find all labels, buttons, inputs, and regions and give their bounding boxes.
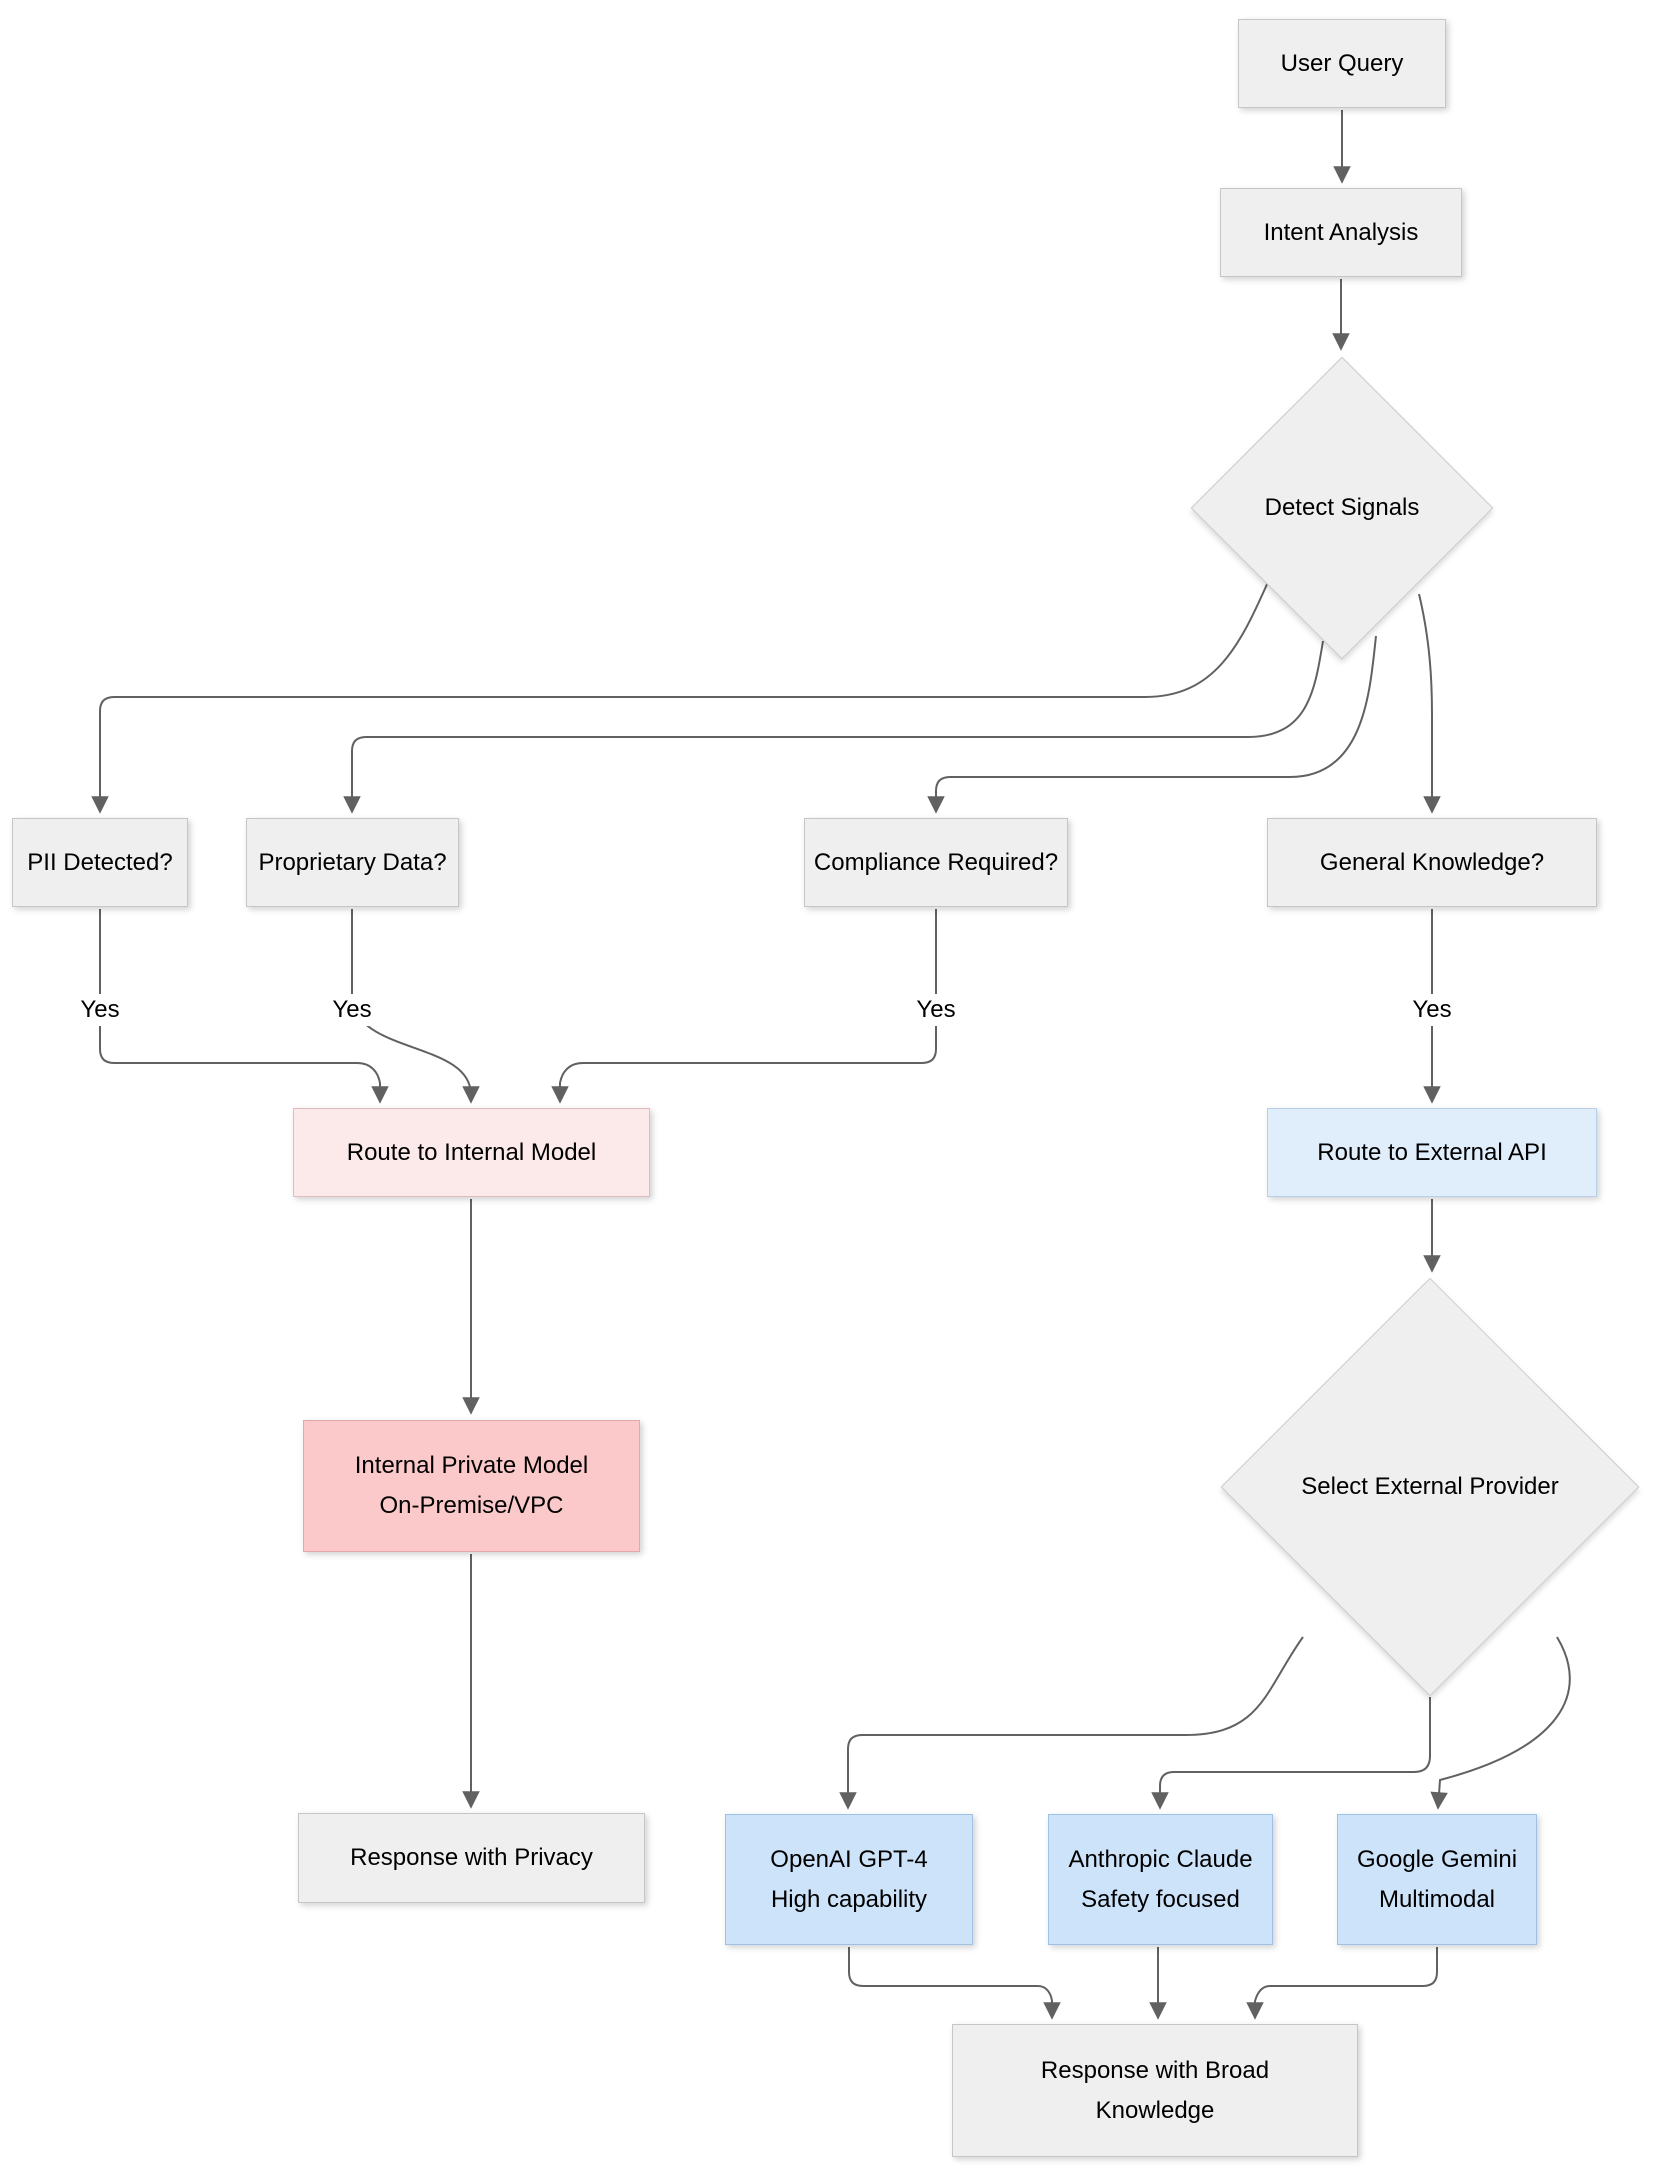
edge-label-yes-general: Yes bbox=[1404, 994, 1460, 1026]
node-label-line2: On-Premise/VPC bbox=[379, 1492, 564, 1519]
node-label-line1: Google Gemini bbox=[1356, 1845, 1518, 1873]
node-label-line2: Knowledge bbox=[1095, 2096, 1215, 2124]
node-label-line1: OpenAI GPT-4 bbox=[770, 1845, 928, 1873]
edge-select-to-anthropic bbox=[1151, 1697, 1431, 1810]
edge-label-yes-proprietary: Yes bbox=[324, 994, 380, 1026]
node-label-line2: Safety focused bbox=[1081, 1885, 1240, 1913]
node-label-line1: Anthropic Claude bbox=[1068, 1845, 1253, 1873]
edge-select-to-google bbox=[1430, 1636, 1571, 1810]
edge-detect-to-proprietary bbox=[343, 640, 1324, 814]
flow-node-google-gemini: Google Gemini Multimodal bbox=[1337, 1814, 1537, 1945]
edge-openai-to-responsebroad bbox=[848, 1947, 1061, 2020]
node-label: General Knowledge? bbox=[1319, 848, 1545, 876]
flow-node-compliance-required: Compliance Required? bbox=[804, 818, 1068, 907]
edge-detect-to-pii bbox=[91, 581, 1269, 814]
flow-node-intent-analysis: Intent Analysis bbox=[1220, 188, 1462, 277]
edge-select-to-openai bbox=[839, 1636, 1304, 1810]
edge-google-to-responsebroad bbox=[1246, 1947, 1438, 2020]
node-label: Route to External API bbox=[1317, 1138, 1547, 1166]
decision-detect-signals: Detect Signals bbox=[1190, 356, 1494, 660]
decision-select-external-provider: Select External Provider bbox=[1219, 1277, 1641, 1697]
flow-node-pii-detected: PII Detected? bbox=[12, 818, 188, 907]
flow-node-proprietary-data: Proprietary Data? bbox=[246, 818, 459, 907]
edge-detect-to-compliance bbox=[927, 635, 1377, 814]
node-label: Response with Privacy bbox=[350, 1844, 593, 1871]
edge-detect-to-general bbox=[1418, 593, 1441, 814]
edge-label-yes-pii: Yes bbox=[72, 994, 128, 1026]
flow-node-route-to-internal-model: Route to Internal Model bbox=[293, 1108, 650, 1197]
flow-node-user-query: User Query bbox=[1238, 19, 1446, 108]
node-label: PII Detected? bbox=[27, 848, 173, 876]
edge-compliance-yes-to-routeinternal bbox=[551, 909, 937, 1104]
flow-node-response-with-privacy: Response with Privacy bbox=[298, 1813, 645, 1903]
node-label: Proprietary Data? bbox=[258, 848, 447, 876]
node-label-line1: Internal Private Model bbox=[354, 1452, 589, 1479]
node-label-line2: Multimodal bbox=[1378, 1885, 1496, 1913]
node-label: Route to Internal Model bbox=[346, 1138, 597, 1166]
edge-label-yes-compliance: Yes bbox=[908, 994, 964, 1026]
node-label: Detect Signals bbox=[1264, 494, 1420, 521]
flow-node-general-knowledge: General Knowledge? bbox=[1267, 818, 1597, 907]
node-label: Select External Provider bbox=[1301, 1473, 1559, 1500]
flow-node-anthropic-claude: Anthropic Claude Safety focused bbox=[1048, 1814, 1273, 1945]
flow-node-response-with-broad-knowledge: Response with Broad Knowledge bbox=[952, 2024, 1358, 2157]
node-label-line2: High capability bbox=[770, 1885, 928, 1913]
node-label-line1: Response with Broad bbox=[1040, 2056, 1270, 2084]
flow-node-route-to-external-api: Route to External API bbox=[1267, 1108, 1597, 1197]
node-label: Compliance Required? bbox=[813, 848, 1059, 876]
edge-pii-yes-to-routeinternal bbox=[99, 909, 389, 1104]
flow-node-internal-private-model: Internal Private Model On-Premise/VPC bbox=[303, 1420, 640, 1552]
node-label: Intent Analysis bbox=[1263, 218, 1419, 246]
node-label: User Query bbox=[1280, 49, 1404, 77]
flow-node-openai-gpt4: OpenAI GPT-4 High capability bbox=[725, 1814, 973, 1945]
